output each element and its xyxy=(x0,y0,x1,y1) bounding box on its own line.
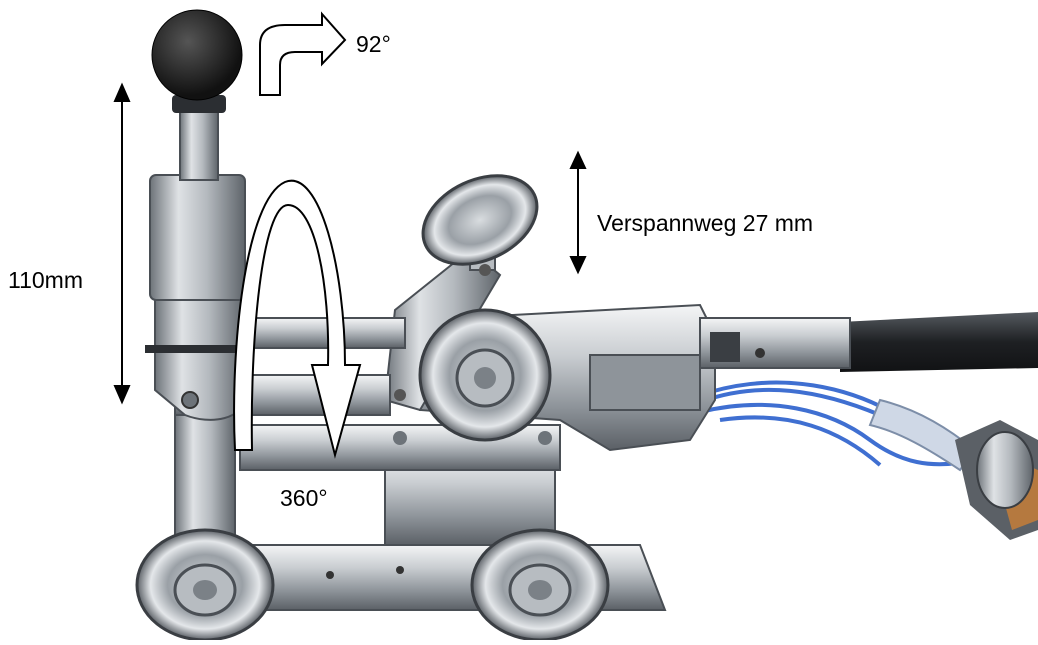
tilt-arrow-icon xyxy=(259,11,347,96)
clamping-travel-label: Verspannweg 27 mm xyxy=(597,210,814,236)
rotation-angle-label: 360° xyxy=(280,485,328,511)
clamping-wheel xyxy=(421,174,539,266)
tilt-angle-label: 92° xyxy=(356,31,391,57)
grinding-ball xyxy=(151,9,243,101)
supply-hose xyxy=(840,312,1038,372)
side-wheel xyxy=(418,308,552,442)
dimension-arrow-icon xyxy=(113,82,131,405)
rotation-arrow-icon xyxy=(233,179,362,459)
height-label: 110mm xyxy=(8,267,83,293)
front-wheel xyxy=(135,528,275,642)
travel-arrow-icon xyxy=(569,150,587,275)
cable-sleeve xyxy=(868,398,977,472)
connector xyxy=(955,420,1038,540)
rear-wheel xyxy=(470,528,610,642)
tool-column xyxy=(145,95,246,421)
